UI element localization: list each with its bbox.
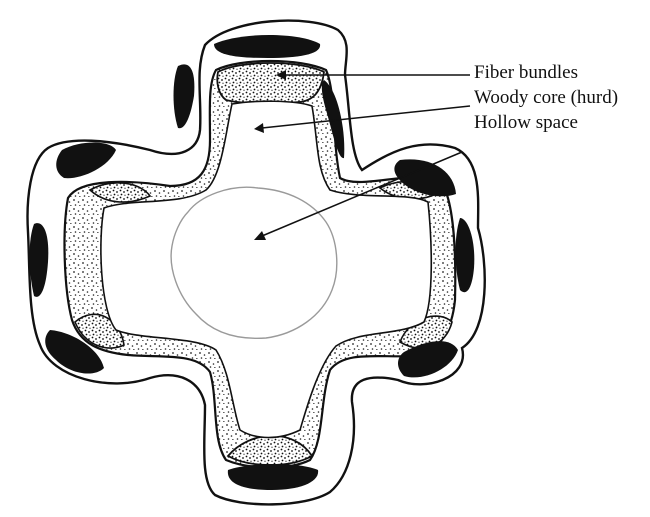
label-woody-core: Woody core (hurd) [474, 86, 618, 110]
fiber-bundle-top [217, 63, 324, 103]
label-hollow-space: Hollow space [474, 111, 578, 135]
patch-left-upper-edge [174, 64, 195, 128]
label-fiber-bundles: Fiber bundles [474, 61, 578, 85]
